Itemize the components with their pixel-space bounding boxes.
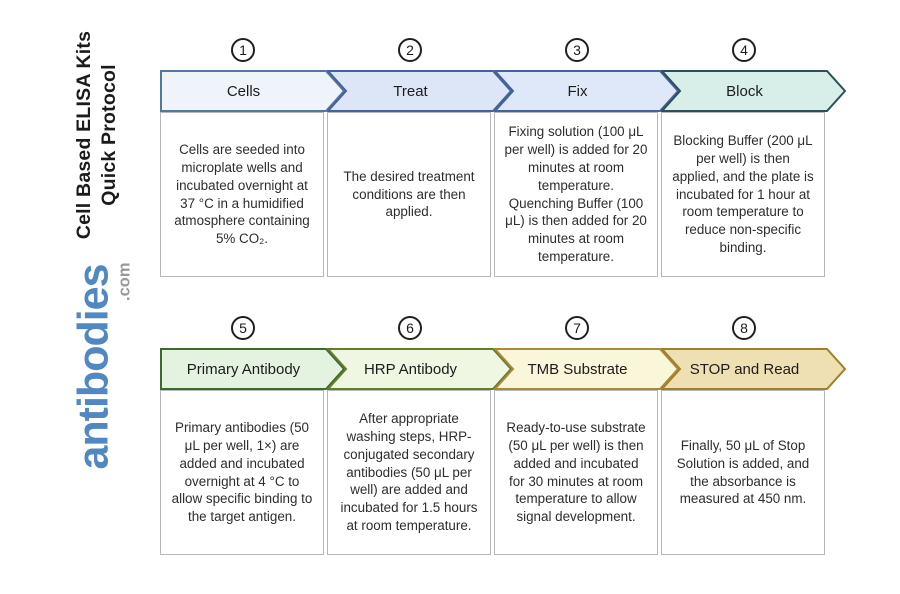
step-number: 1: [239, 42, 247, 58]
title-line-1: Cell Based ELISA Kits: [73, 30, 96, 240]
step-description-box: Cells are seeded into microplate wells a…: [160, 112, 324, 277]
step-column-1: 1 Cells Cells are seeded into microplate…: [160, 28, 346, 288]
brand-logo-text: antibodies: [69, 264, 118, 470]
step-description: Finally, 50 μL of Stop Solution is added…: [676, 437, 810, 507]
step-arrow-shape: [160, 70, 346, 112]
step-label: STOP and Read: [689, 360, 800, 378]
step-description: Ready-to-use substrate (50 μL per well) …: [506, 419, 646, 525]
step-description-box: The desired treatment conditions are the…: [327, 112, 491, 277]
title-line-2: Quick Protocol: [98, 64, 120, 206]
step-label: TMB Substrate: [527, 360, 628, 378]
step-number: 4: [740, 42, 748, 58]
step-description-box: Blocking Buffer (200 μL per well) is the…: [661, 112, 825, 277]
step-arrow-shape: [494, 70, 680, 112]
step-description-box: Ready-to-use substrate (50 μL per well) …: [494, 390, 658, 555]
step-arrow-shape: [327, 348, 513, 390]
step-description: Fixing solution (100 μL per well) is add…: [504, 123, 648, 265]
step-description-box: After appropriate washing steps, HRP-con…: [327, 390, 491, 555]
step-column-3: 3 Fix Fixing solution (100 μL per well) …: [494, 28, 680, 288]
step-column-7: 7 TMB Substrate Ready-to-use substrate (…: [494, 306, 680, 566]
step-description: Primary antibodies (50 μL per well, 1×) …: [171, 419, 313, 525]
vertical-title: Cell Based ELISA Kits Quick Protocol: [72, 31, 122, 239]
step-column-2: 2 Treat The desired treatment conditions…: [327, 28, 513, 288]
step-column-6: 6 HRP Antibody After appropriate washing…: [327, 306, 513, 566]
step-arrow: [661, 348, 847, 390]
step-arrow: [327, 70, 513, 112]
step-number-badge: 8: [732, 316, 756, 340]
step-number-badge: 5: [231, 316, 255, 340]
step-number: 2: [406, 42, 414, 58]
step-arrow: [494, 348, 680, 390]
step-label: Fix: [567, 82, 588, 100]
step-label: Treat: [393, 82, 428, 100]
step-arrow: [494, 70, 680, 112]
step-arrow: [160, 70, 346, 112]
step-label: HRP Antibody: [363, 360, 458, 378]
step-column-4: 4 Block Blocking Buffer (200 μL per well…: [661, 28, 847, 288]
step-arrow: [661, 70, 847, 112]
step-arrow-shape: [661, 70, 847, 112]
step-number-badge: 4: [732, 38, 756, 62]
step-arrow-shape: [494, 348, 680, 390]
step-description-box: Primary antibodies (50 μL per well, 1×) …: [160, 390, 324, 555]
step-number: 6: [406, 320, 414, 336]
step-label: Primary Antibody: [186, 360, 301, 378]
step-arrow-shape: [327, 70, 513, 112]
step-number-badge: 1: [231, 38, 255, 62]
step-arrow-shape: [160, 348, 346, 390]
step-description: Blocking Buffer (200 μL per well) is the…: [672, 132, 814, 256]
step-description-box: Finally, 50 μL of Stop Solution is added…: [661, 390, 825, 555]
step-description: The desired treatment conditions are the…: [343, 168, 475, 220]
step-number: 5: [239, 320, 247, 336]
step-column-5: 5 Primary Antibody Primary antibodies (5…: [160, 306, 346, 566]
step-number: 7: [573, 320, 581, 336]
step-column-8: 8 STOP and Read Finally, 50 μL of Stop S…: [661, 306, 847, 566]
step-label: Block: [726, 82, 763, 100]
step-label: Cells: [226, 82, 261, 100]
brand-logo: antibodies .com: [69, 262, 134, 470]
step-number-badge: 6: [398, 316, 422, 340]
step-number: 3: [573, 42, 581, 58]
brand-logo-suffix: .com: [115, 262, 133, 301]
step-description-box: Fixing solution (100 μL per well) is add…: [494, 112, 658, 277]
step-number-badge: 3: [565, 38, 589, 62]
step-number-badge: 2: [398, 38, 422, 62]
step-arrow-shape: [661, 348, 847, 390]
step-description: After appropriate washing steps, HRP-con…: [340, 410, 478, 534]
step-number: 8: [740, 320, 748, 336]
step-number-badge: 7: [565, 316, 589, 340]
step-arrow: [327, 348, 513, 390]
step-arrow: [160, 348, 346, 390]
step-description: Cells are seeded into microplate wells a…: [174, 141, 310, 247]
